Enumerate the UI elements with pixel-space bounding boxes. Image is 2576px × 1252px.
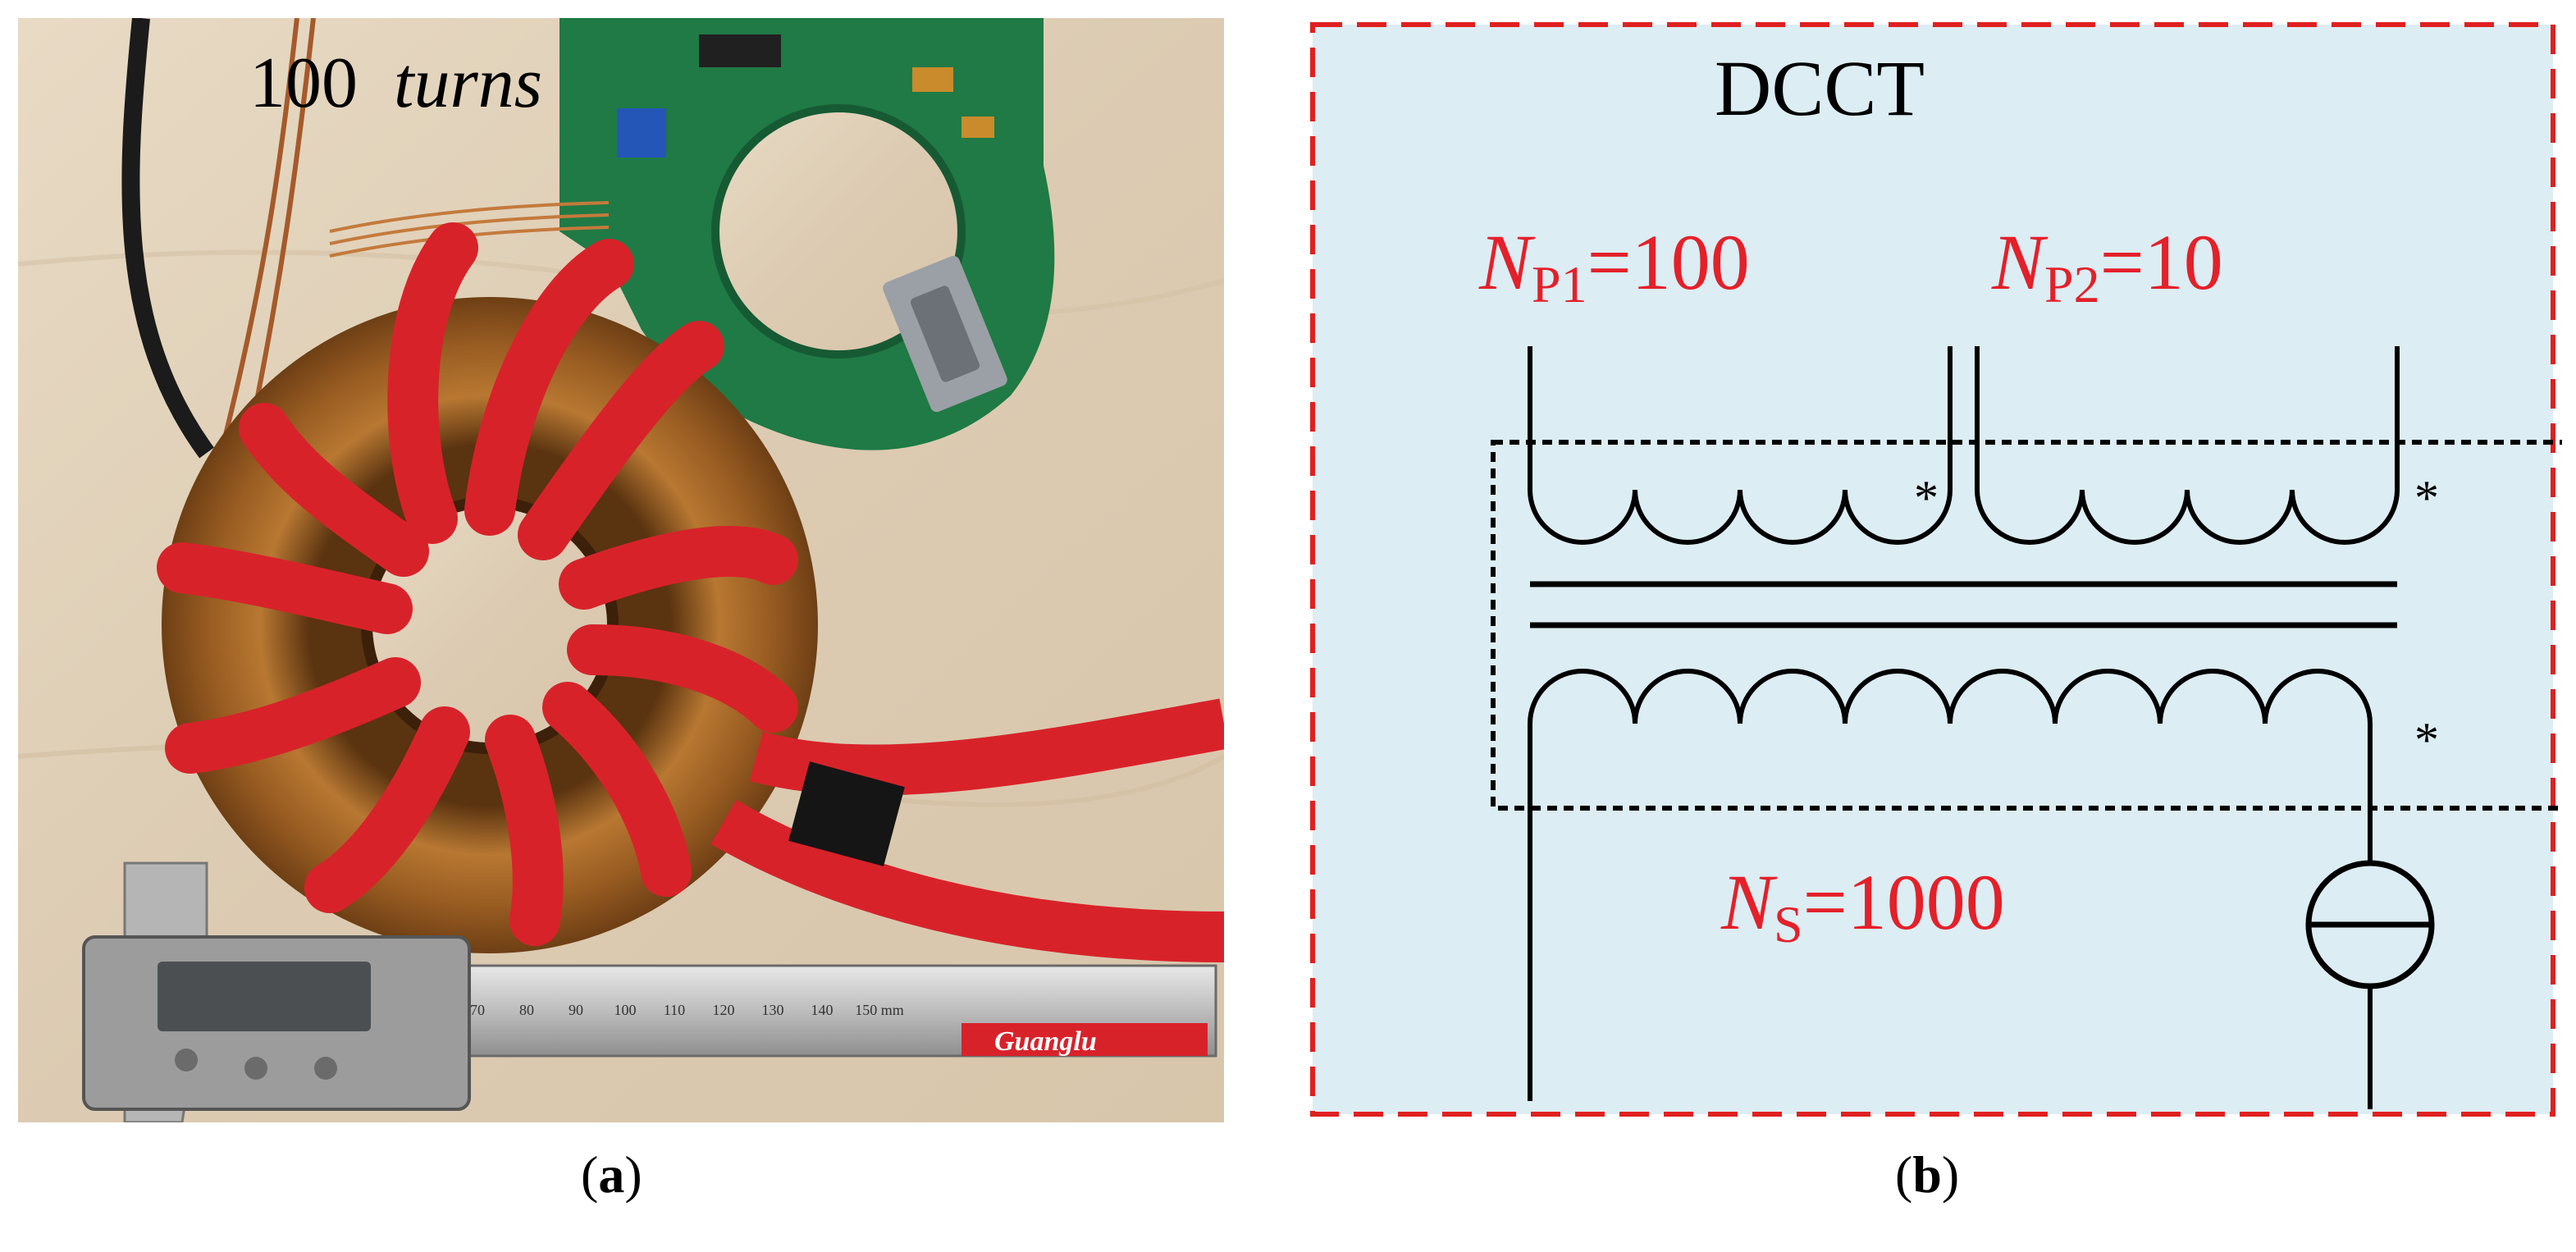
black-tape (788, 761, 905, 866)
ns-symbol: N (1720, 858, 1778, 946)
current-source-symbol (2305, 860, 2435, 989)
dot-mark-np2: * (2414, 471, 2439, 525)
caliper-brand: Guanglu (994, 1026, 1097, 1057)
dot-mark-np1: * (1914, 471, 1939, 525)
np2-subscript: P2 (2044, 255, 2100, 313)
scale-tick: 120 (713, 1002, 735, 1018)
scale-tick: 110 (664, 1002, 685, 1018)
dcct-frame (1310, 22, 2555, 1117)
scale-tick: 70 (470, 1002, 485, 1018)
np1-label: NP1=100 (1478, 218, 1750, 313)
caption-b-letter: b (1912, 1145, 1942, 1204)
np2-value: =10 (2100, 218, 2223, 306)
dcct-schematic: DCCT NP1=100 NP2=10 * * * NS=1000 (1310, 22, 2562, 1117)
scale-tick: 80 (519, 1002, 534, 1018)
scale-tick: 140 (811, 1002, 834, 1018)
turns-number: 100 (249, 43, 358, 123)
caption-b: (b) (1895, 1145, 1960, 1204)
dcct-title: DCCT (1715, 44, 1925, 132)
scale-tick: 150 mm (855, 1002, 904, 1018)
turns-annotation: 100 turns (249, 43, 542, 123)
np2-symbol: N (1991, 218, 2048, 306)
ns-value: =1000 (1803, 858, 2005, 946)
secondary-winding (1528, 669, 2373, 1101)
scale-tick: 130 (762, 1002, 784, 1018)
core-outline (1491, 440, 2562, 811)
red-cable-windings (157, 222, 798, 946)
np1-value: =100 (1587, 218, 1750, 306)
toroid-core (162, 297, 818, 953)
primary-winding-2 (1975, 346, 2400, 545)
dot-mark-ns: * (2414, 713, 2439, 767)
caliper: Guanglu 70 80 90 100 110 120 130 140 150… (82, 861, 1217, 1122)
black-wire (121, 18, 214, 459)
caption-a-letter: a (598, 1145, 625, 1204)
np2-label: NP2=10 (1991, 218, 2223, 313)
ns-label: NS=1000 (1720, 858, 2005, 953)
np1-symbol: N (1478, 218, 1536, 306)
photo-panel: Guanglu 70 80 90 100 110 120 130 140 150… (18, 18, 1224, 1122)
ns-subscript: S (1774, 895, 1803, 953)
primary-winding-1 (1528, 346, 1953, 545)
cable-exit-lower (710, 800, 1224, 962)
caption-a: (a) (581, 1145, 642, 1204)
turns-word: turns (394, 43, 542, 123)
scale-tick: 90 (569, 1002, 583, 1018)
scale-tick: 100 (614, 1002, 637, 1018)
np1-subscript: P1 (1532, 255, 1587, 313)
